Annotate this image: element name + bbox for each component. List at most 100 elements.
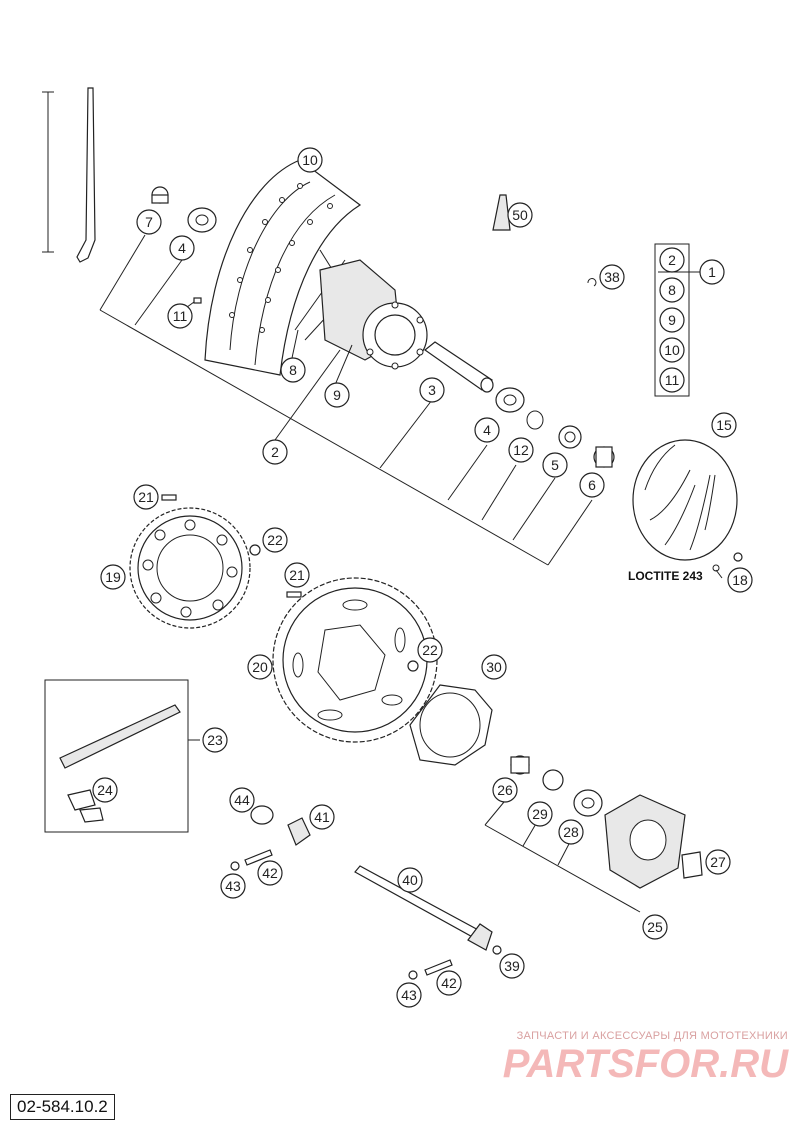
callout-set-8: 8 [659, 277, 685, 303]
svg-text:43: 43 [401, 987, 417, 1003]
svg-text:42: 42 [262, 865, 278, 881]
chain-adjuster-41 [287, 817, 311, 846]
watermark-logo: PARTSFOR.RU [502, 1042, 788, 1086]
chain-box [44, 679, 200, 833]
callout-42-bottom: 42 [436, 970, 462, 996]
callout-39: 39 [499, 953, 525, 979]
callout-21-mid: 21 [284, 562, 310, 588]
callout-29: 29 [527, 801, 553, 827]
callout-30: 30 [481, 654, 507, 680]
nut-43-b [408, 970, 418, 980]
callout-15: 15 [711, 412, 737, 438]
svg-text:22: 22 [267, 532, 283, 548]
callout-41: 41 [309, 804, 335, 830]
callout-8-top: 8 [280, 357, 306, 383]
washer-38 [587, 278, 597, 287]
callout-26: 26 [492, 777, 518, 803]
callout-4-top: 4 [169, 235, 195, 261]
leader-lines-wheel [99, 234, 723, 579]
callout-12: 12 [508, 437, 534, 463]
brake-disc-15 [632, 439, 738, 561]
svg-text:9: 9 [668, 312, 676, 328]
sprocket-19 [129, 507, 251, 629]
svg-text:8: 8 [668, 282, 676, 298]
callout-23: 23 [202, 727, 228, 753]
callout-28: 28 [558, 819, 584, 845]
nut-44 [250, 805, 274, 825]
callout-19: 19 [100, 564, 126, 590]
circlip-12 [526, 410, 544, 430]
svg-text:42: 42 [441, 975, 457, 991]
callout-40: 40 [397, 867, 423, 893]
svg-text:41: 41 [314, 809, 330, 825]
svg-text:24: 24 [97, 782, 113, 798]
nut-22-b [407, 660, 419, 672]
svg-text:22: 22 [422, 642, 438, 658]
svg-text:40: 40 [402, 872, 418, 888]
svg-text:20: 20 [252, 659, 268, 675]
svg-text:11: 11 [665, 372, 680, 388]
callout-10-top: 10 [297, 147, 323, 173]
callout-set-11: 11 [659, 367, 685, 393]
svg-text:6: 6 [588, 477, 596, 493]
screw-42-b [424, 959, 453, 976]
spoke-drawing [42, 87, 96, 263]
bearing-4-top [187, 207, 217, 233]
callout-43-bottom: 43 [396, 982, 422, 1008]
svg-text:3: 3 [428, 382, 436, 398]
callout-20: 20 [247, 654, 273, 680]
bolt-21-a [161, 494, 177, 501]
svg-text:12: 12 [513, 442, 529, 458]
svg-text:39: 39 [504, 958, 520, 974]
svg-text:25: 25 [647, 919, 663, 935]
drawing-number: 02-584.10.2 [10, 1094, 115, 1120]
callout-11-top: 11 [167, 303, 193, 329]
bottle-50 [492, 194, 511, 231]
svg-text:4: 4 [178, 240, 186, 256]
bushing-7 [151, 186, 169, 204]
callout-22-top: 22 [262, 527, 288, 553]
svg-text:5: 5 [551, 457, 559, 473]
axle-40 [354, 865, 493, 951]
damper-27 [681, 851, 703, 879]
callout-44: 44 [229, 787, 255, 813]
washer-39 [492, 945, 502, 955]
svg-text:18: 18 [732, 572, 748, 588]
svg-text:2: 2 [271, 444, 279, 460]
leader-lines-hub [484, 801, 641, 913]
callout-25: 25 [642, 914, 668, 940]
svg-text:38: 38 [604, 269, 620, 285]
seal-29 [542, 769, 564, 791]
callout-set-10: 10 [659, 337, 685, 363]
svg-text:1: 1 [708, 264, 716, 280]
nipple-11 [193, 297, 202, 304]
svg-text:11: 11 [173, 308, 188, 324]
svg-text:8: 8 [289, 362, 297, 378]
callout-7: 7 [136, 209, 162, 235]
callout-2-left: 2 [262, 439, 288, 465]
spacer-26 [510, 755, 530, 775]
callout-42-mid: 42 [257, 860, 283, 886]
spacer-6 [593, 446, 615, 468]
callout-24: 24 [92, 777, 118, 803]
screw-42-a [244, 849, 273, 866]
bolt-21-b [286, 591, 302, 598]
callout-50: 50 [507, 202, 533, 228]
svg-text:23: 23 [207, 732, 223, 748]
svg-text:21: 21 [289, 567, 305, 583]
sprocket-carrier-25 [604, 794, 686, 889]
gasket-30 [409, 684, 493, 766]
nut-22-a [249, 544, 261, 556]
callout-set-9: 9 [659, 307, 685, 333]
svg-text:10: 10 [302, 152, 318, 168]
callout-5: 5 [542, 452, 568, 478]
callout-22-mid: 22 [417, 637, 443, 663]
bearing-4-mid [495, 387, 525, 413]
svg-text:28: 28 [563, 824, 579, 840]
svg-text:19: 19 [105, 569, 121, 585]
parts-set-box [654, 243, 690, 397]
svg-text:7: 7 [145, 214, 153, 230]
callout-6: 6 [579, 472, 605, 498]
bearing-28 [573, 789, 603, 817]
